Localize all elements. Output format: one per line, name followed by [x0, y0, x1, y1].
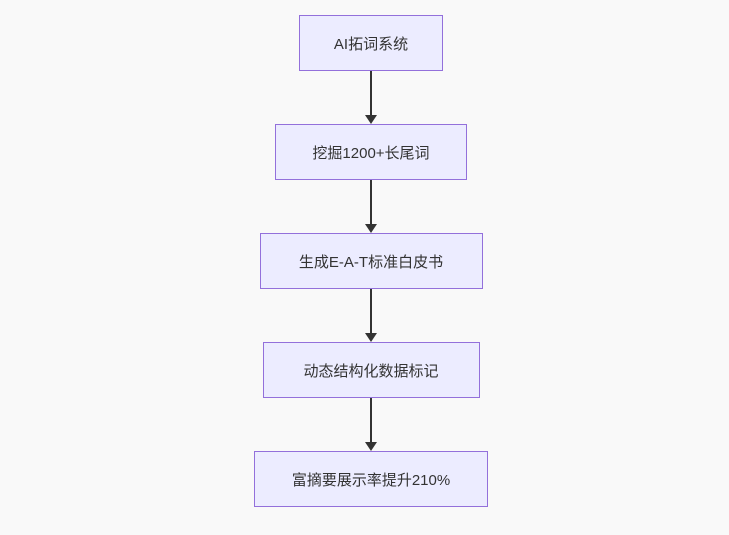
edge-line: [370, 289, 372, 333]
edge-step4-step5: [365, 398, 377, 451]
arrowhead-down-icon: [365, 224, 377, 233]
edge-line: [370, 180, 372, 224]
flow-node-mine-longtail-keywords: 挖掘1200+长尾词: [275, 124, 467, 180]
flow-node-label: 动态结构化数据标记: [303, 362, 439, 380]
flow-node-label: 生成E-A-T标准白皮书: [298, 253, 444, 271]
flow-node-generate-eat-whitepaper: 生成E-A-T标准白皮书: [259, 233, 483, 289]
edge-step1-step2: [365, 71, 377, 124]
edge-line: [370, 398, 372, 442]
edge-step3-step4: [365, 289, 377, 342]
edge-line: [370, 71, 372, 115]
flow-node-ai-word-expansion-system: AI拓词系统: [299, 15, 443, 71]
edge-step2-step3: [365, 180, 377, 233]
flow-node-dynamic-structured-data-markup: 动态结构化数据标记: [262, 342, 480, 398]
arrowhead-down-icon: [365, 333, 377, 342]
arrowhead-down-icon: [365, 115, 377, 124]
flow-node-rich-snippet-rate-increase: 富摘要展示率提升210%: [254, 451, 488, 507]
flow-node-label: 富摘要展示率提升210%: [291, 471, 451, 489]
arrowhead-down-icon: [365, 442, 377, 451]
flowchart: AI拓词系统 挖掘1200+长尾词 生成E-A-T标准白皮书 动态结构化数据标记: [254, 15, 488, 507]
flow-node-label: 挖掘1200+长尾词: [312, 144, 430, 162]
flow-node-label: AI拓词系统: [333, 35, 409, 53]
